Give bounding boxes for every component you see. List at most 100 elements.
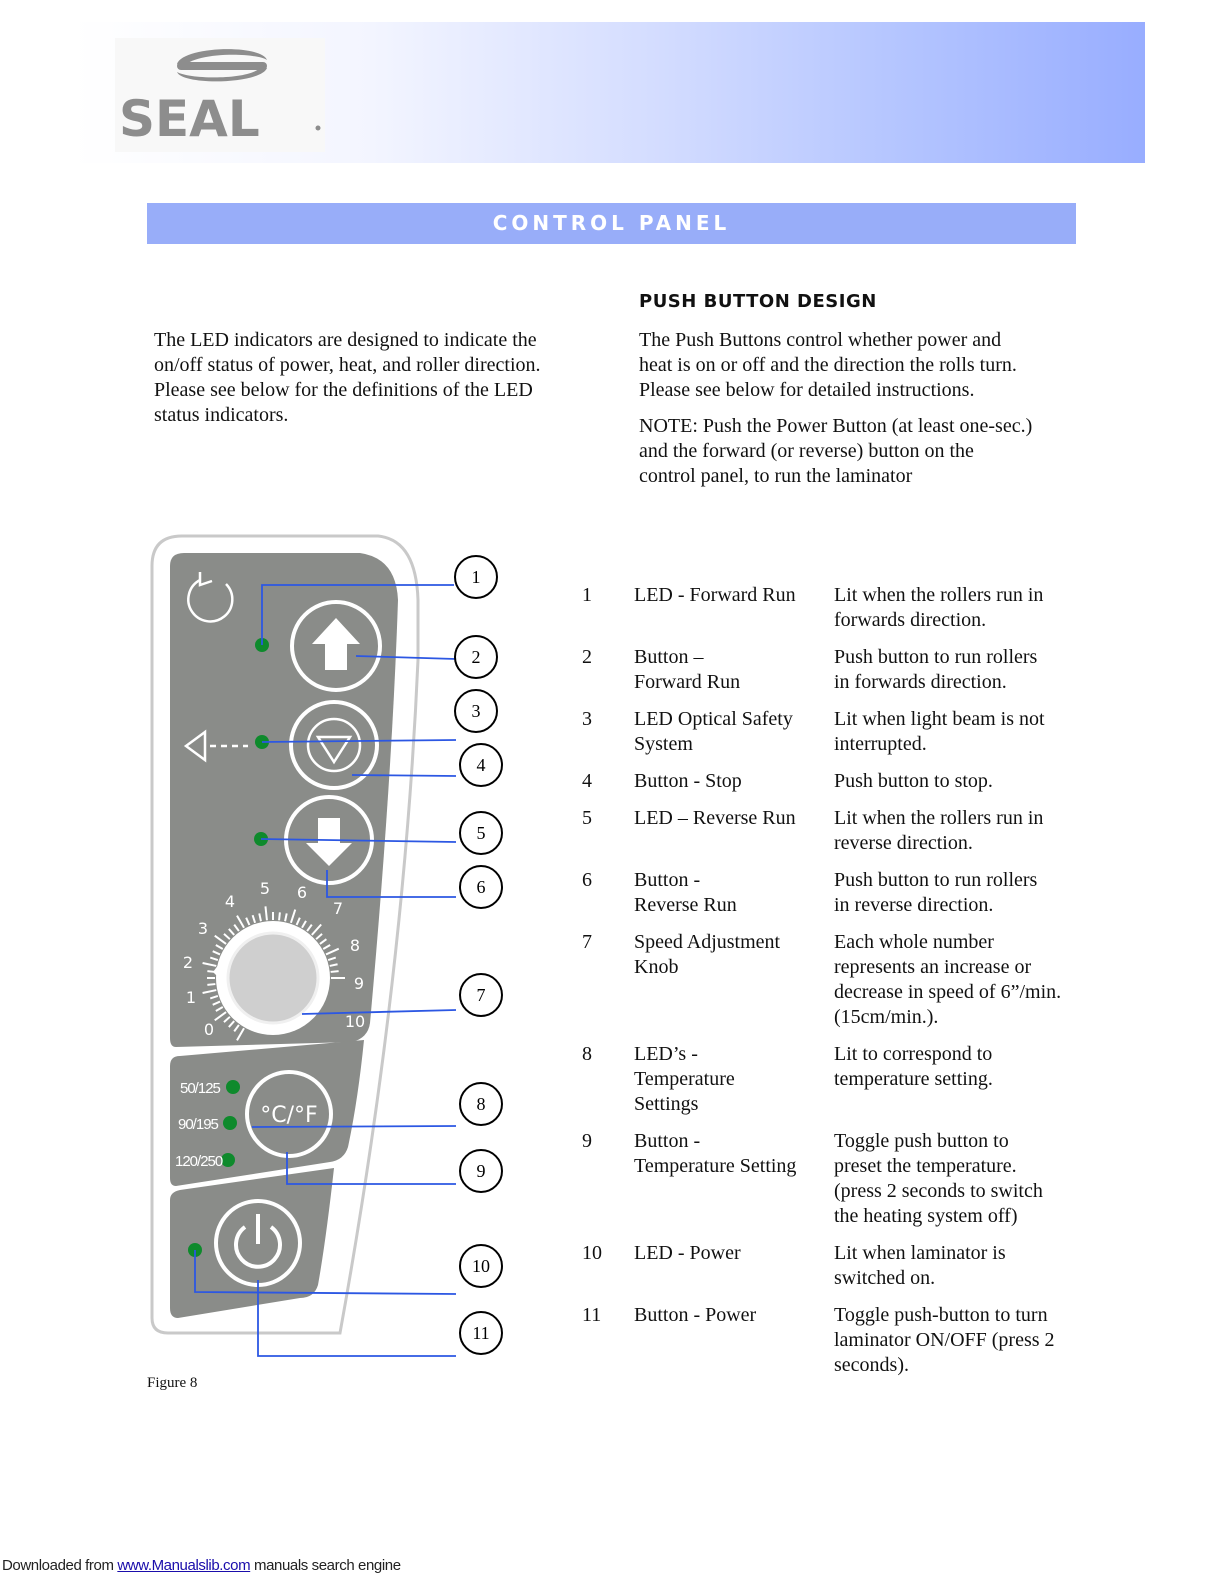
callout-number: 10 — [472, 1256, 490, 1276]
led-temp-50-125 — [226, 1080, 240, 1094]
dial-tick — [212, 1000, 221, 1006]
legend-name: LED - Forward Run — [634, 583, 834, 633]
dial-tick — [209, 994, 219, 1000]
led-intro-paragraph: The LED indicators are designed to indic… — [154, 328, 594, 428]
legend-name: LED - Power — [634, 1241, 834, 1291]
dial-number: 7 — [333, 899, 343, 918]
seal-logo-mark — [177, 49, 267, 82]
legend-description-line: Lit to correspond to — [834, 1043, 993, 1065]
temp-label-50-125: 50/125 — [180, 1080, 221, 1097]
speed-adjustment-knob[interactable] — [202, 906, 345, 1041]
dial-tick — [233, 1024, 240, 1032]
callout-circle — [459, 1244, 503, 1288]
seal-logo: SEAL — [115, 38, 325, 152]
dial-tick — [264, 906, 268, 921]
temperature-setting-button[interactable]: °C/°F — [245, 1070, 333, 1158]
legend-name-line: LED’s - — [634, 1043, 698, 1065]
callout-number: 3 — [472, 701, 481, 721]
legend-number: 11 — [582, 1304, 602, 1326]
dial-tick — [215, 944, 224, 950]
legend-name-line: LED – Reverse Run — [634, 807, 796, 829]
seal-logo-text: SEAL — [119, 90, 260, 148]
callout-circle — [459, 865, 503, 909]
section-title: CONTROL PANEL — [492, 211, 731, 235]
callout-circle — [454, 635, 498, 679]
legend-description-line: laminator ON/OFF (press 2 — [834, 1329, 1055, 1351]
dial-tick — [236, 1027, 245, 1041]
legend-name-line: Settings — [634, 1093, 699, 1115]
legend-name-line: LED - Power — [634, 1242, 741, 1264]
legend-name-line: Button - Power — [634, 1304, 757, 1326]
dial-number: 6 — [297, 883, 307, 902]
note-line: and the forward (or reverse) button on t… — [639, 440, 974, 462]
legend-description-line: Toggle push-button to turn — [834, 1304, 1048, 1326]
dial-number: 1 — [186, 988, 196, 1007]
dial-tick — [228, 928, 235, 936]
legend-name-line: Temperature Setting — [634, 1155, 797, 1177]
legend-number: 8 — [582, 1043, 592, 1065]
legend-description: Push button to stop. — [834, 769, 1102, 794]
dial-tick — [228, 1020, 235, 1028]
dial-tick — [214, 1011, 227, 1022]
legend-description-line: represents an increase or — [834, 956, 1032, 978]
dial-tick — [223, 1016, 231, 1023]
push-intro-line: Please see below for detailed instructio… — [639, 379, 975, 401]
dial-number: 4 — [225, 892, 235, 911]
arrow-up-icon — [312, 618, 360, 670]
legend-number: 2 — [582, 646, 592, 668]
callout-circle — [459, 973, 503, 1017]
dial-tick — [251, 914, 257, 924]
dial-tick — [236, 915, 245, 929]
callout-leaders — [194, 584, 457, 1357]
callout-number: 5 — [477, 823, 486, 843]
panel-power-section — [170, 1168, 334, 1318]
dial-number: 5 — [260, 879, 270, 898]
stop-button[interactable] — [289, 700, 379, 790]
legend-description-line: Lit when the rollers run in — [834, 584, 1044, 606]
dial-tick — [202, 989, 217, 994]
legend-name: Button -Temperature Setting — [634, 1129, 834, 1229]
led-intro-line: Please see below for the definitions of … — [154, 379, 533, 401]
legend-name-line: System — [634, 733, 693, 755]
dial-tick — [322, 944, 331, 950]
legend-description-line: the heating system off) — [834, 1205, 1018, 1227]
dial-tick — [209, 956, 219, 962]
dial-tick — [258, 913, 262, 922]
callout-number: 6 — [477, 877, 486, 897]
dial-tick — [327, 956, 337, 962]
callout-number: 7 — [477, 985, 486, 1005]
forward-run-button[interactable] — [290, 600, 382, 692]
legend-name: Button - Power — [634, 1303, 834, 1378]
dial-number: 10 — [345, 1012, 365, 1031]
manualslib-link[interactable]: www.Manualslib.com — [117, 1557, 251, 1574]
push-intro-line: The Push Buttons control whether power a… — [639, 329, 1002, 351]
legend-description-line: switched on. — [834, 1267, 936, 1289]
figure-caption: Figure 8 — [147, 1375, 198, 1391]
dial-number: 2 — [183, 953, 193, 972]
push-intro-paragraph: The Push Buttons control whether power a… — [639, 328, 1079, 403]
legend-description-line: Push button to run rollers — [834, 869, 1038, 891]
dial-number: 0 — [204, 1020, 214, 1039]
led-temp-90-195 — [223, 1116, 237, 1130]
legend-description-line: Push button to run rollers — [834, 646, 1038, 668]
legend-description-line: Toggle push button to — [834, 1130, 1009, 1152]
legend-description-line: seconds). — [834, 1354, 909, 1376]
legend-name-line: Button - Stop — [634, 770, 742, 792]
dial-number: 9 — [354, 974, 364, 993]
callout-number: 11 — [472, 1323, 489, 1343]
dial-tick — [233, 924, 240, 932]
legend-number: 5 — [582, 807, 592, 829]
dial-tick — [325, 947, 340, 956]
legend-name-line: LED - Forward Run — [634, 584, 796, 606]
legend-description-line: interrupted. — [834, 733, 927, 755]
